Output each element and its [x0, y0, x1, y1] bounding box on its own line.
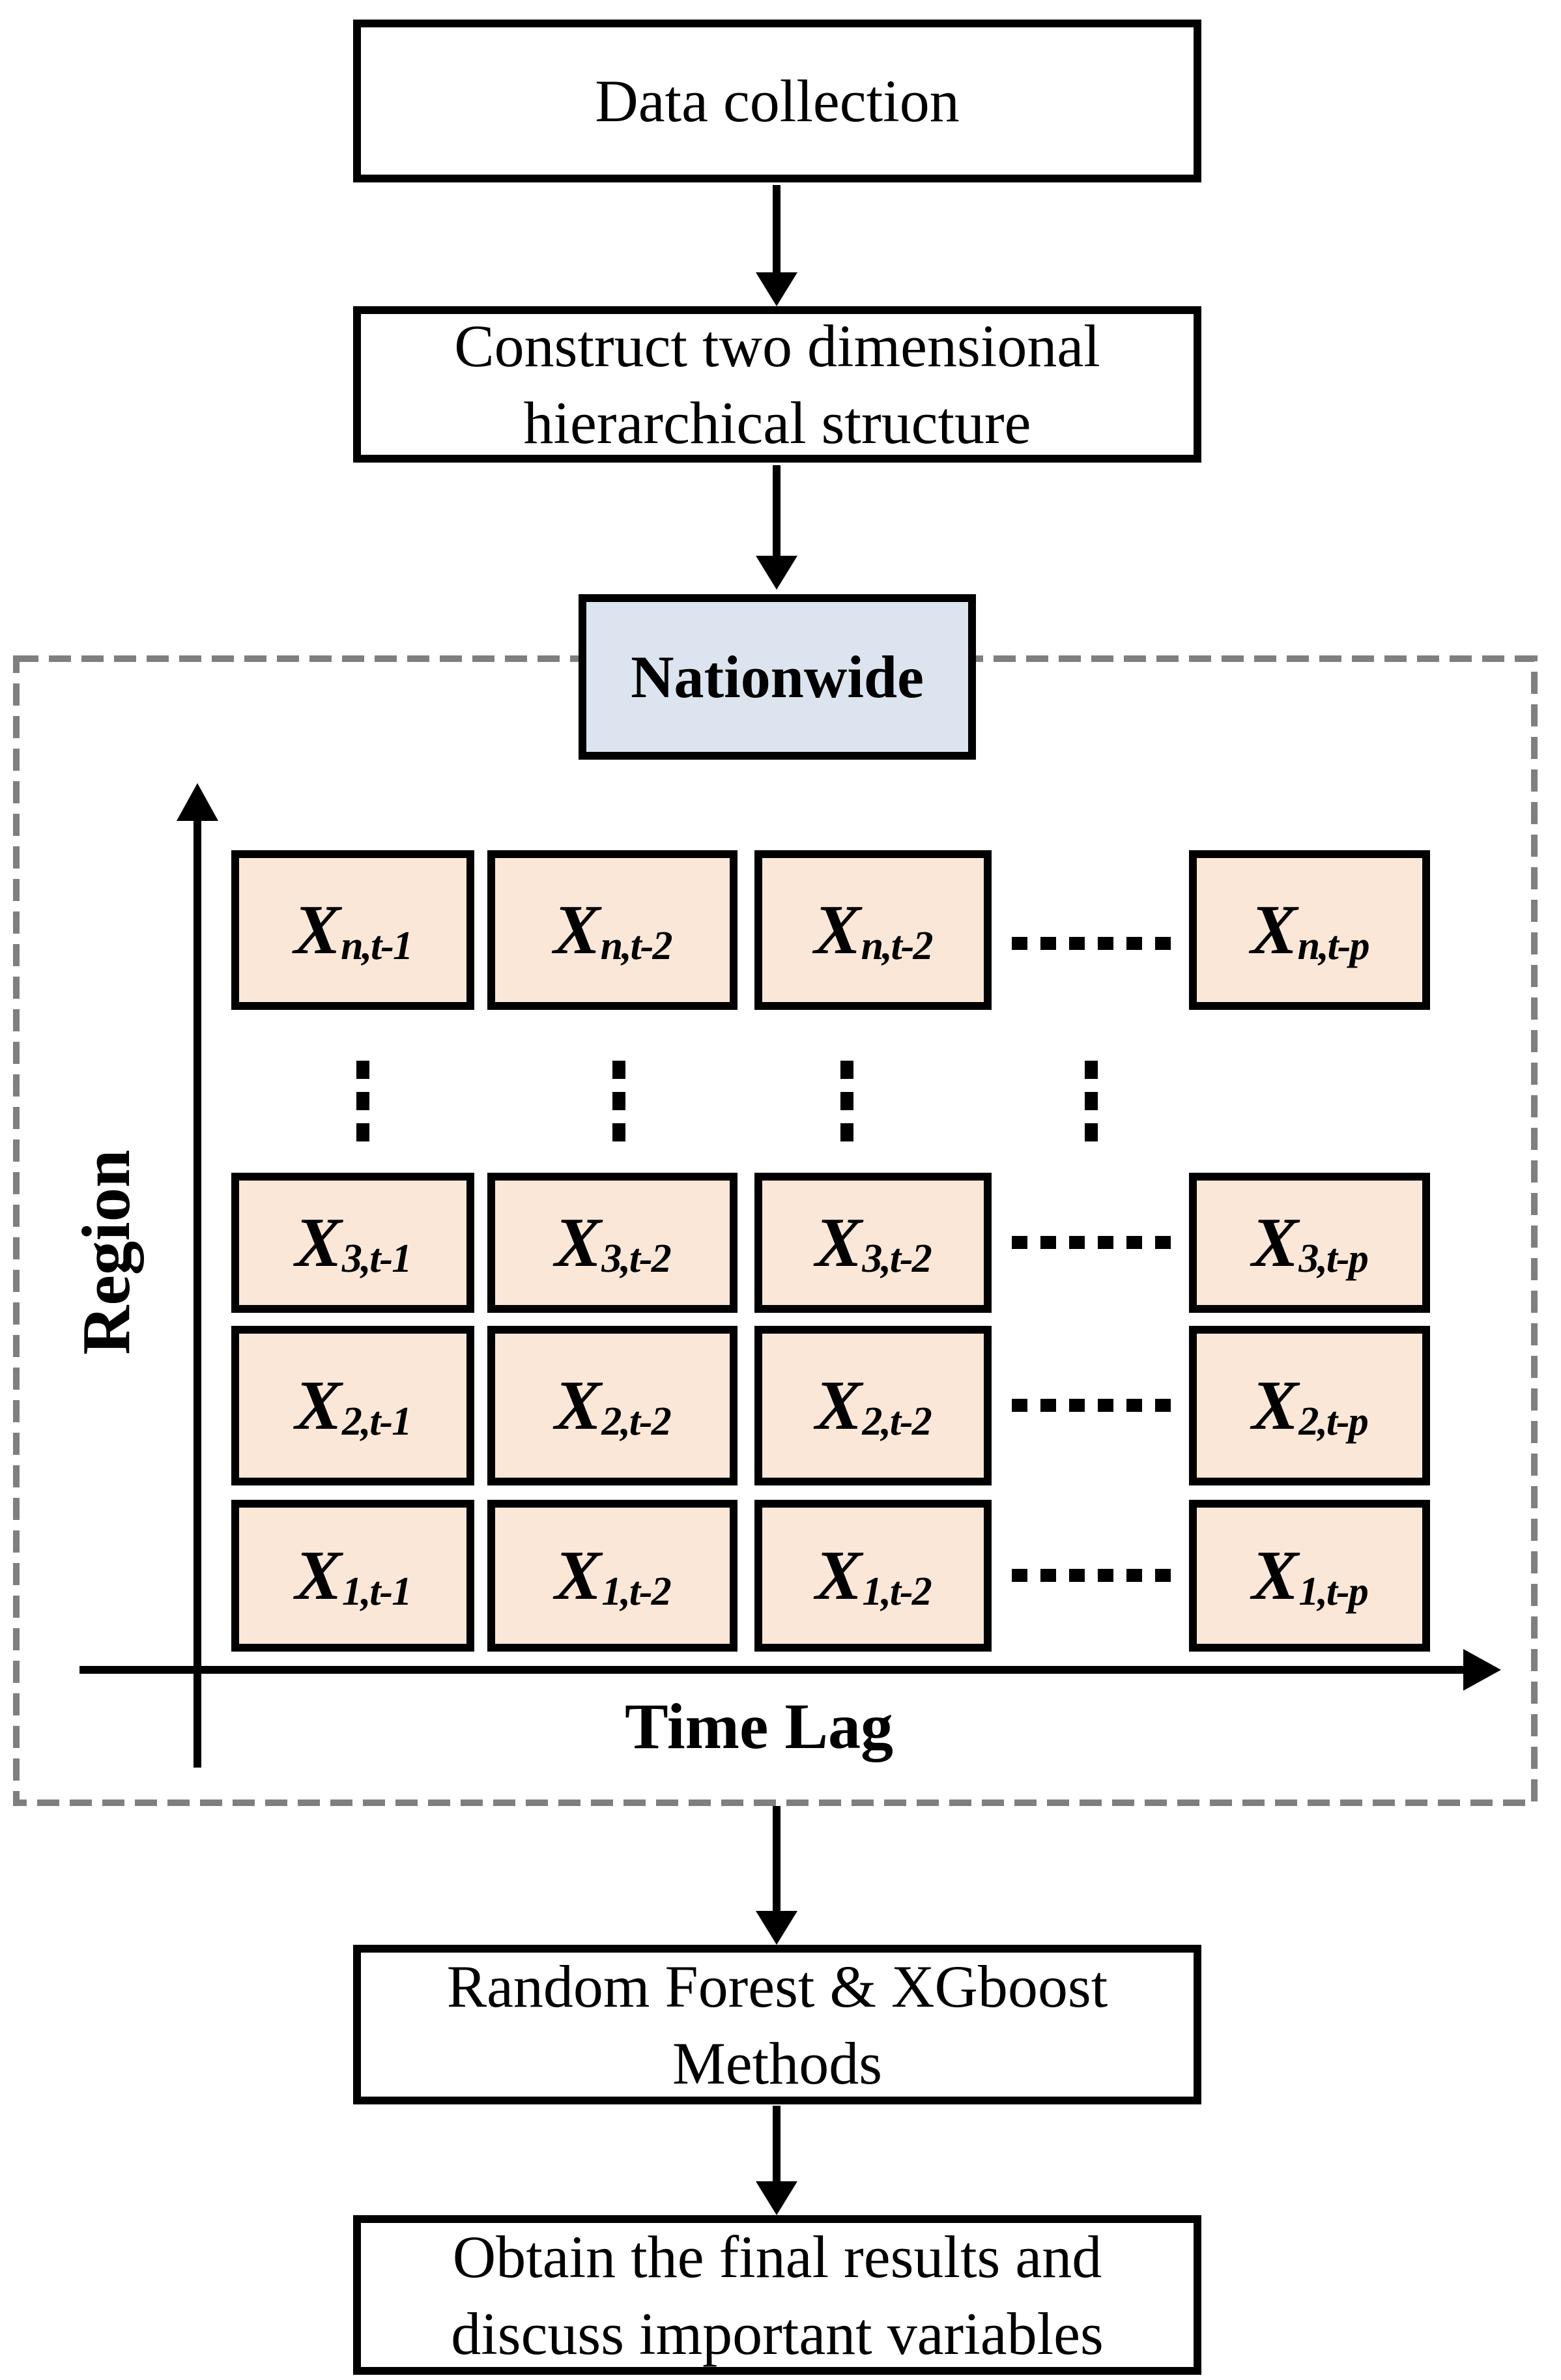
matrix-cell-subscript: 3,t-2 — [601, 1236, 671, 1281]
matrix-cell-base: X — [294, 1203, 342, 1282]
vertical-ellipsis-icon — [1085, 1061, 1098, 1141]
timelag-axis-label: Time Lag — [624, 1690, 894, 1762]
connector-arrow-1-down-arrowhead-icon — [756, 272, 797, 306]
matrix-cell-base: X — [554, 1536, 602, 1614]
vertical-ellipsis-icon — [840, 1061, 853, 1141]
timelag-axis-right-arrowhead-icon — [1463, 1649, 1501, 1691]
matrix-cell-base: X — [815, 1536, 863, 1614]
matrix-cell-subscript: 2,t-2 — [862, 1399, 932, 1444]
connector-arrow-4-down-arrowhead-icon — [756, 2181, 797, 2215]
flow-box-nationwide: Nationwide — [579, 594, 976, 760]
horizontal-ellipsis-icon — [1012, 1569, 1171, 1582]
matrix-cell-subscript: 3,t-2 — [862, 1236, 932, 1281]
matrix-cell-base: X — [294, 891, 341, 969]
matrix-cell-subscript: 1,t-1 — [341, 1569, 412, 1614]
flow-box-results-line1: Obtain the final results and — [452, 2223, 1102, 2290]
flow-box-nationwide-label: Nationwide — [631, 644, 924, 710]
matrix-cell-base: X — [1252, 1536, 1299, 1614]
flow-box-methods: Random Forest & XGboost Methods — [353, 1945, 1201, 2104]
matrix-cell-base: X — [294, 1366, 342, 1444]
flow-box-data-collection-label: Data collection — [595, 68, 960, 134]
matrix-cell-subscript: 1,t-2 — [601, 1569, 671, 1614]
flow-box-results-line2: discuss important variables — [451, 2300, 1104, 2367]
vertical-ellipsis-icon — [356, 1061, 369, 1141]
connector-arrow-1-shaft — [773, 185, 780, 278]
matrix-cell-subscript: n,t-p — [1297, 923, 1370, 968]
connector-arrow-4-shaft — [773, 2106, 780, 2184]
matrix-cell-subscript: n,t-1 — [341, 923, 413, 968]
horizontal-ellipsis-icon — [1012, 1236, 1171, 1249]
matrix-cell-base: X — [1252, 1203, 1299, 1282]
matrix-cell-base: X — [554, 1366, 602, 1444]
matrix-cell-base: X — [553, 891, 601, 969]
matrix-cell-base: X — [815, 1203, 863, 1282]
matrix-cell-base: X — [554, 1203, 602, 1282]
matrix-cell-subscript: 3,t-1 — [341, 1236, 412, 1281]
flow-box-results: Obtain the final results and discuss imp… — [353, 2215, 1201, 2375]
region-axis-up-arrowhead-icon — [177, 783, 218, 821]
matrix-cell-subscript: 3,t-p — [1298, 1236, 1368, 1281]
matrix-cell-subscript: n,t-2 — [861, 923, 934, 968]
flow-box-construct-line1: Construct two dimensional — [454, 313, 1100, 379]
flow-box-methods-line2: Methods — [672, 2029, 882, 2097]
flow-box-methods-line1: Random Forest & XGboost — [446, 1953, 1108, 2020]
matrix-cell-base: X — [1250, 891, 1298, 969]
matrix-cell-base: X — [815, 1366, 863, 1444]
connector-arrow-3-down-arrowhead-icon — [756, 1911, 797, 1945]
matrix-cell-base: X — [294, 1536, 342, 1614]
matrix-cell-subscript: 2,t-2 — [601, 1399, 671, 1444]
connector-arrow-2-down-arrowhead-icon — [756, 556, 797, 590]
matrix-cell-subscript: 2,t-p — [1298, 1399, 1368, 1444]
flow-box-data-collection: Data collection — [353, 20, 1201, 182]
timelag-axis-line — [79, 1666, 1466, 1674]
connector-arrow-3-shaft — [773, 1806, 780, 1914]
vertical-ellipsis-icon — [612, 1061, 625, 1141]
matrix-cell-subscript: 1,t-p — [1298, 1569, 1368, 1614]
flow-box-construct-structure: Construct two dimensional hierarchical s… — [353, 306, 1201, 463]
connector-arrow-2-shaft — [773, 465, 780, 558]
matrix-cell-subscript: n,t-2 — [600, 923, 673, 968]
matrix-cell-subscript: 2,t-1 — [341, 1399, 412, 1444]
region-axis-line — [193, 818, 201, 1768]
matrix-cell-base: X — [814, 891, 861, 969]
horizontal-ellipsis-icon — [1012, 937, 1171, 950]
matrix-cell-base: X — [1252, 1366, 1299, 1444]
region-axis-label: Region — [67, 1149, 144, 1355]
matrix-cell-subscript: 1,t-2 — [862, 1569, 932, 1614]
horizontal-ellipsis-icon — [1012, 1399, 1171, 1412]
flow-box-construct-line2: hierarchical structure — [523, 390, 1031, 456]
